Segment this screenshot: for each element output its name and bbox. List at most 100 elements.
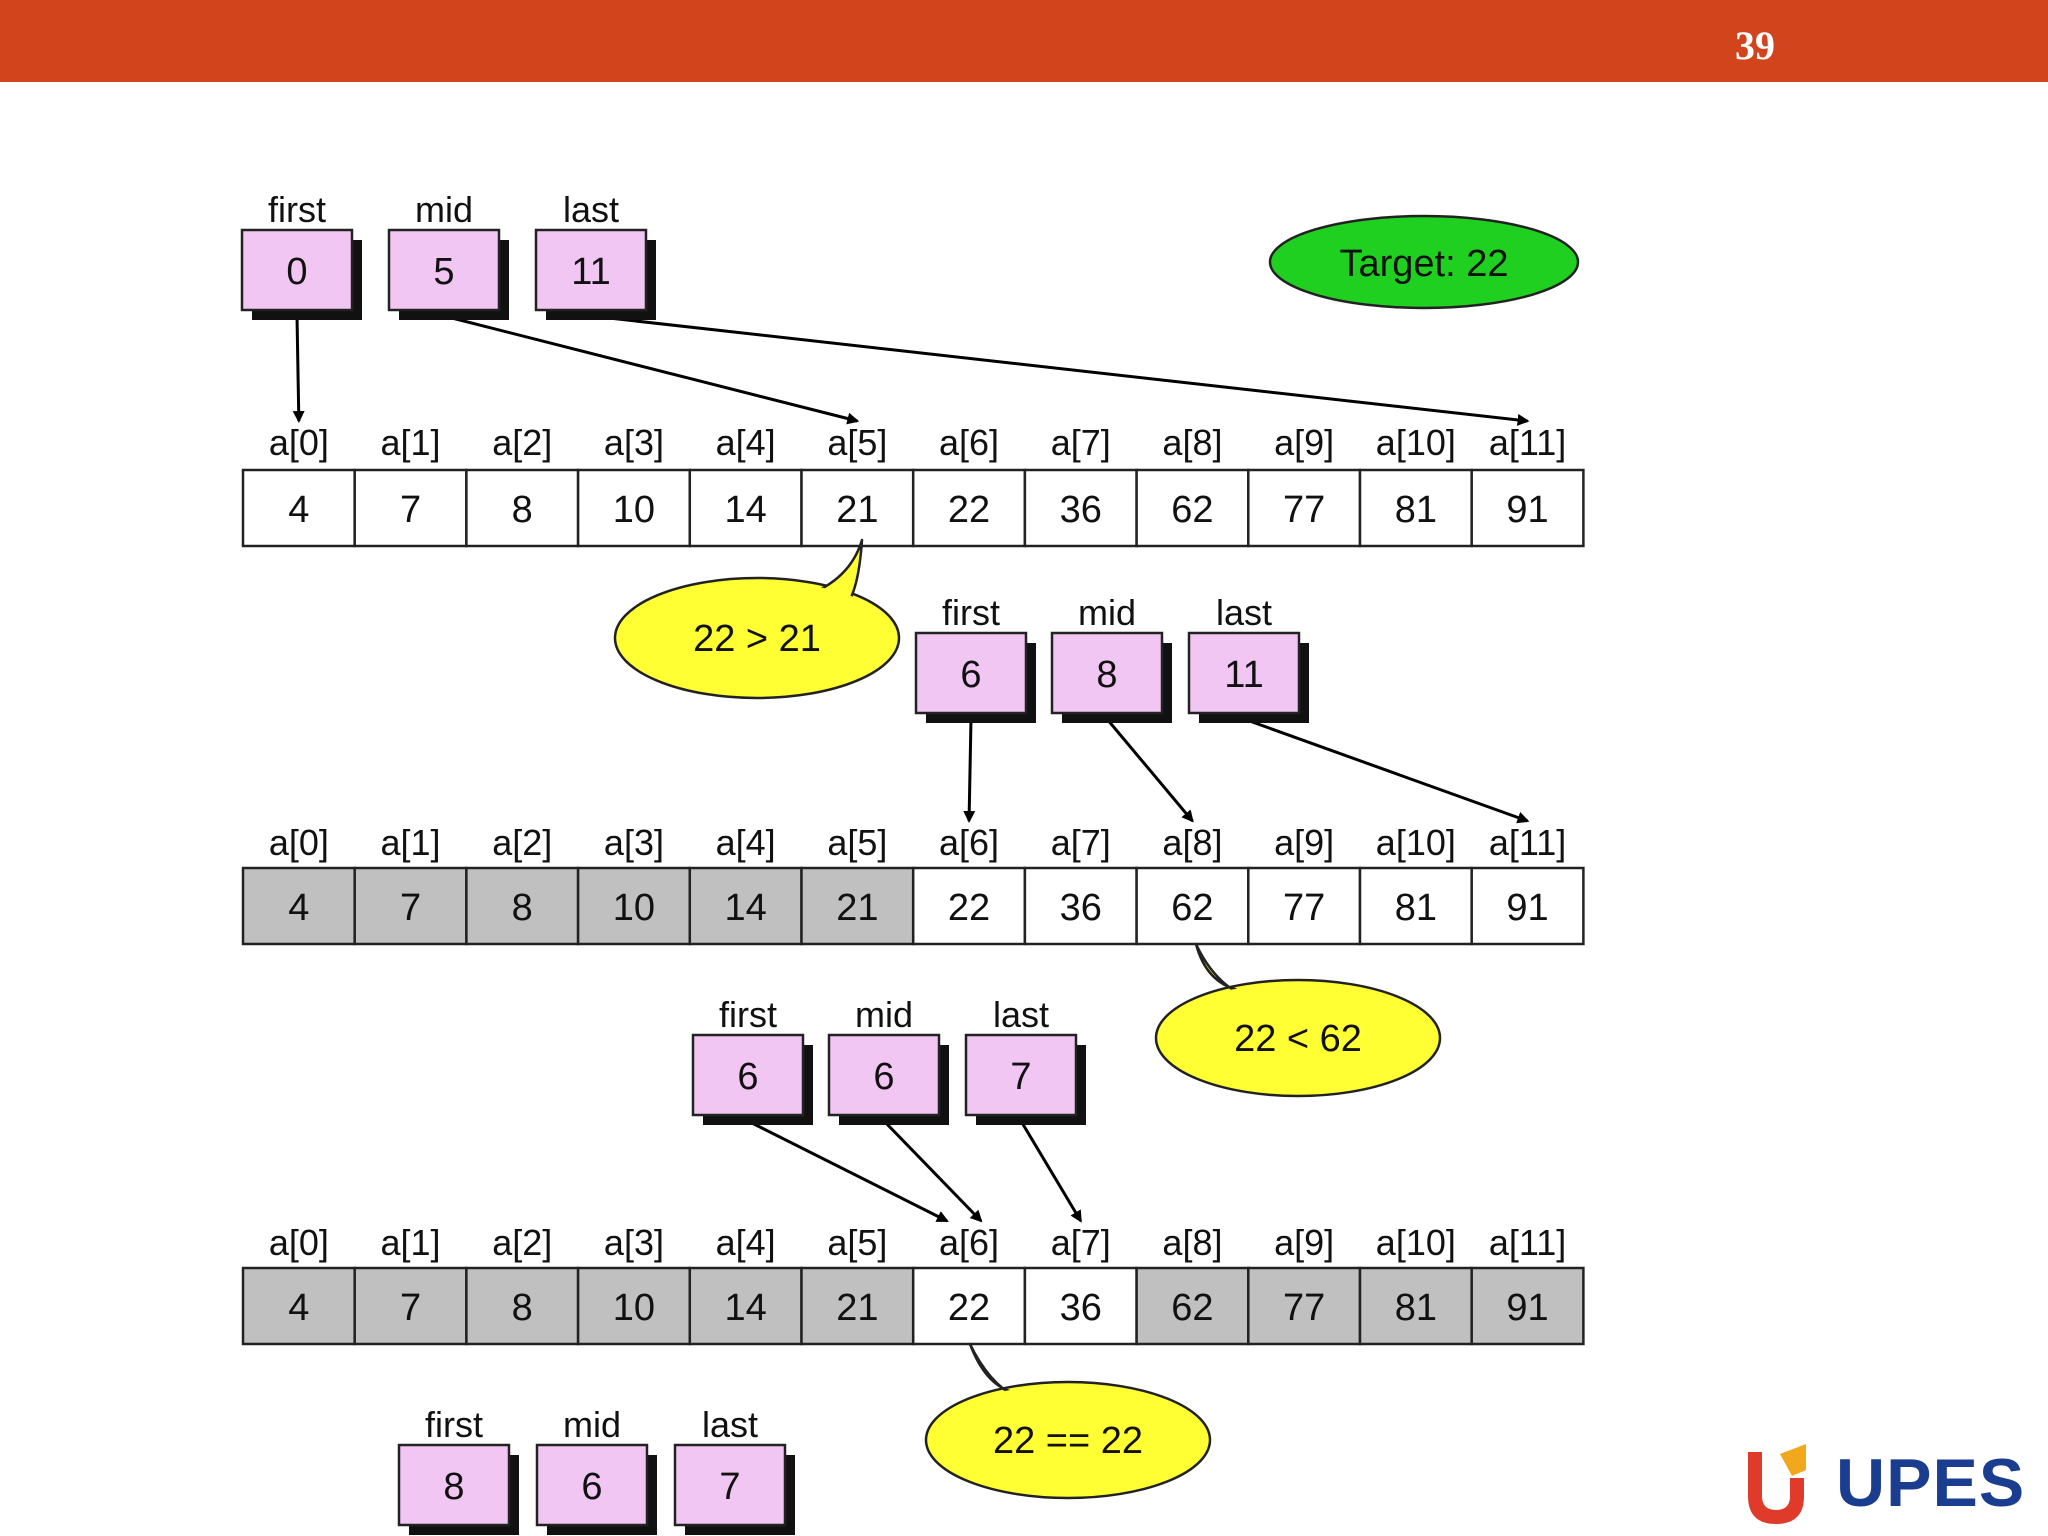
upes-logo-icon xyxy=(1748,1444,1806,1524)
array-value: 22 xyxy=(948,489,990,531)
array-index-label: a[6] xyxy=(939,822,999,863)
array-index-label: a[8] xyxy=(1162,822,1222,863)
pointer-label: last xyxy=(563,189,619,230)
comparison-text: 22 > 21 xyxy=(693,618,821,660)
comparison-text: 22 < 62 xyxy=(1234,1018,1362,1060)
pointer-box xyxy=(387,228,501,312)
header-bar xyxy=(0,0,2048,82)
pointer-box xyxy=(397,1443,511,1527)
pointer-label: mid xyxy=(855,994,913,1035)
array-value: 77 xyxy=(1283,887,1325,929)
pointer-box xyxy=(691,1033,805,1117)
array-value: 21 xyxy=(836,887,878,929)
array-cell xyxy=(800,468,915,548)
pointer-arrow xyxy=(292,315,305,423)
array-value: 4 xyxy=(288,887,309,929)
array-value: 62 xyxy=(1171,887,1213,929)
array-index-label: a[8] xyxy=(1162,422,1222,463)
pointer-arrow xyxy=(1019,1120,1083,1223)
array-value: 10 xyxy=(613,887,655,929)
array-cell xyxy=(241,866,356,946)
pointer-label: last xyxy=(702,1404,758,1445)
comparison-bubble-fill xyxy=(618,581,896,695)
array-cell xyxy=(800,1266,915,1346)
array-index-label: a[10] xyxy=(1376,822,1456,863)
array-index-label: a[10] xyxy=(1376,422,1456,463)
array-index-label: a[11] xyxy=(1489,822,1566,863)
pointer-value: 7 xyxy=(1010,1056,1031,1098)
pointer-box xyxy=(1187,631,1301,715)
pointer-value: 5 xyxy=(433,251,454,293)
array-index-label: a[7] xyxy=(1051,822,1111,863)
array-index-label: a[2] xyxy=(492,822,552,863)
array-cell xyxy=(241,468,356,548)
array-index-label: a[2] xyxy=(492,422,552,463)
array-value: 91 xyxy=(1506,887,1548,929)
array-index-label: a[1] xyxy=(381,422,441,463)
array-cell xyxy=(911,468,1027,548)
array-index-label: a[3] xyxy=(604,422,664,463)
array-index-label: a[7] xyxy=(1051,422,1111,463)
array-value: 36 xyxy=(1060,1287,1102,1329)
array-value: 62 xyxy=(1171,1287,1213,1329)
array-value: 4 xyxy=(288,489,309,531)
array-cell xyxy=(1470,866,1585,946)
array-index-label: a[8] xyxy=(1162,1222,1222,1263)
pointer-value: 11 xyxy=(1224,654,1263,696)
array-cell xyxy=(1358,1266,1473,1346)
pointer-arrow xyxy=(882,1119,983,1223)
pointer-box xyxy=(914,631,1028,715)
pointer-value: 8 xyxy=(1096,654,1117,696)
array-cell xyxy=(353,866,468,946)
array-index-label: a[0] xyxy=(269,822,329,863)
array-index-label: a[4] xyxy=(716,822,776,863)
pointer-arrow xyxy=(1105,718,1194,823)
array-cell xyxy=(1023,1266,1138,1346)
pointer-value: 7 xyxy=(719,1466,740,1508)
pointer-value: 6 xyxy=(737,1056,758,1098)
array-index-label: a[4] xyxy=(716,1222,776,1263)
pointer-box xyxy=(240,228,354,312)
array-index-label: a[3] xyxy=(604,1222,664,1263)
array-value: 22 xyxy=(948,1287,990,1329)
pointer-value: 11 xyxy=(571,251,610,293)
array-value: 81 xyxy=(1395,1287,1437,1329)
array-index-label: a[1] xyxy=(381,1222,441,1263)
pointer-label: mid xyxy=(415,189,473,230)
pointer-value: 6 xyxy=(960,654,981,696)
pointer-arrow xyxy=(747,1119,949,1223)
array-cell xyxy=(1358,468,1473,548)
array-index-label: a[9] xyxy=(1274,422,1334,463)
array-value: 10 xyxy=(613,1287,655,1329)
pointer-arrow xyxy=(963,718,976,823)
slide-number: 39 xyxy=(1735,23,1775,68)
pointer-value: 8 xyxy=(443,1466,464,1508)
array-value: 8 xyxy=(512,489,533,531)
array-cell xyxy=(911,1266,1027,1346)
array-value: 91 xyxy=(1506,1287,1548,1329)
array-cell xyxy=(1135,468,1250,548)
array-index-label: a[7] xyxy=(1051,1222,1111,1263)
array-index-label: a[5] xyxy=(827,822,887,863)
array-value: 4 xyxy=(288,1287,309,1329)
array-value: 81 xyxy=(1395,489,1437,531)
array-index-label: a[1] xyxy=(381,822,441,863)
pointer-label: first xyxy=(268,189,326,230)
array-value: 36 xyxy=(1060,887,1102,929)
array-value: 21 xyxy=(836,1287,878,1329)
pointer-arrow xyxy=(1243,717,1530,824)
array-index-label: a[10] xyxy=(1376,1222,1456,1263)
array-value: 8 xyxy=(512,1287,533,1329)
array-value: 10 xyxy=(613,489,655,531)
array-cell xyxy=(688,1266,803,1346)
array-cell xyxy=(688,866,803,946)
pointer-label: last xyxy=(1216,592,1272,633)
pointer-label: first xyxy=(425,1404,483,1445)
array-cell xyxy=(1470,1266,1585,1346)
array-cell xyxy=(576,468,692,548)
array-value: 81 xyxy=(1395,887,1437,929)
array-index-label: a[3] xyxy=(604,822,664,863)
pointer-label: first xyxy=(942,592,1000,633)
array-value: 14 xyxy=(725,1287,767,1329)
